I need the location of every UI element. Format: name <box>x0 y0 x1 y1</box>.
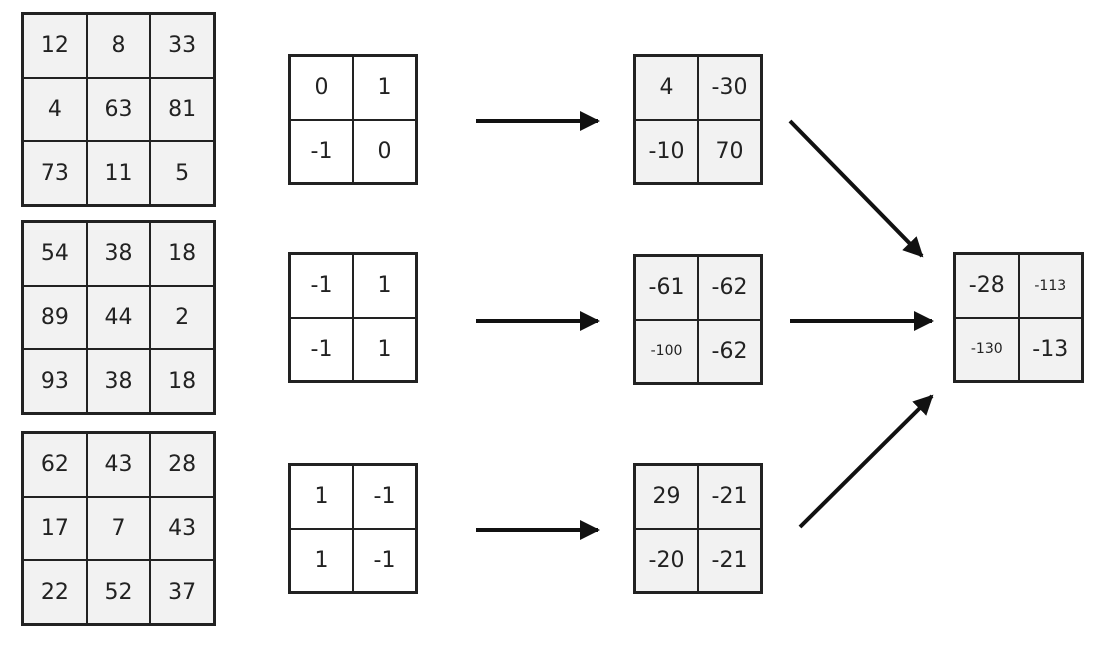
input-matrix-3: 62 43 28 17 7 43 22 52 37 <box>21 431 216 626</box>
matrix-cell: -1 <box>353 465 416 529</box>
matrix-cell: 1 <box>353 317 416 381</box>
matrix-cell: -113 <box>1018 254 1082 318</box>
matrix-cell: -1 <box>290 119 353 183</box>
output-matrix-1: 4 -30 -10 70 <box>633 54 763 185</box>
matrix-cell: -28 <box>955 254 1019 318</box>
kernel-matrix-3: 1 -1 1 -1 <box>288 463 418 594</box>
matrix-cell: 17 <box>23 496 87 561</box>
matrix-cell: 28 <box>150 433 214 497</box>
matrix-cell: -1 <box>290 317 353 381</box>
matrix-cell: -1 <box>353 528 416 592</box>
matrix-cell: -21 <box>698 465 761 529</box>
arrow-to-result-1 <box>788 119 924 258</box>
matrix-cell: -130 <box>955 317 1019 381</box>
matrix-cell: 1 <box>290 465 353 529</box>
matrix-cell: 37 <box>150 560 214 624</box>
matrix-cell: 38 <box>86 222 151 286</box>
output-matrix-3: 29 -21 -20 -21 <box>633 463 763 594</box>
arrow-to-result-3 <box>798 394 934 529</box>
matrix-cell: 1 <box>290 528 353 592</box>
matrix-cell: 0 <box>353 119 416 183</box>
matrix-cell: 54 <box>23 222 87 286</box>
matrix-cell: 62 <box>23 433 87 497</box>
matrix-cell: 73 <box>23 141 87 205</box>
matrix-cell: -1 <box>290 254 353 318</box>
matrix-cell: -13 <box>1018 317 1082 381</box>
matrix-cell: 18 <box>150 222 214 286</box>
output-matrix-2: -61 -62 -100 -62 <box>633 254 763 385</box>
matrix-cell: -10 <box>635 119 698 183</box>
matrix-cell: 29 <box>635 465 698 529</box>
input-matrix-1: 12 8 33 4 63 81 73 11 5 <box>21 12 216 207</box>
matrix-cell: 8 <box>86 14 151 78</box>
matrix-cell: 93 <box>23 349 87 413</box>
matrix-cell: 2 <box>150 285 214 350</box>
matrix-cell: 70 <box>698 119 761 183</box>
matrix-cell: 44 <box>86 285 151 350</box>
matrix-cell: -21 <box>698 528 761 592</box>
result-matrix: -28 -113 -130 -13 <box>953 252 1084 383</box>
input-matrix-2: 54 38 18 89 44 2 93 38 18 <box>21 220 216 415</box>
matrix-cell: 89 <box>23 285 87 350</box>
matrix-cell: 1 <box>353 254 416 318</box>
kernel-matrix-2: -1 1 -1 1 <box>288 252 418 383</box>
matrix-cell: -62 <box>698 256 761 320</box>
matrix-cell: 43 <box>150 496 214 561</box>
matrix-cell: -61 <box>635 256 698 320</box>
matrix-cell: 38 <box>86 349 151 413</box>
matrix-cell: 4 <box>635 56 698 120</box>
matrix-cell: -100 <box>635 319 698 383</box>
matrix-cell: 5 <box>150 141 214 205</box>
matrix-cell: 4 <box>23 77 87 142</box>
matrix-cell: 63 <box>86 77 151 142</box>
matrix-cell: 33 <box>150 14 214 78</box>
matrix-cell: -30 <box>698 56 761 120</box>
matrix-cell: -20 <box>635 528 698 592</box>
matrix-cell: 43 <box>86 433 151 497</box>
matrix-cell: 7 <box>86 496 151 561</box>
matrix-cell: 22 <box>23 560 87 624</box>
matrix-cell: 18 <box>150 349 214 413</box>
matrix-cell: 1 <box>353 56 416 120</box>
matrix-cell: 11 <box>86 141 151 205</box>
kernel-matrix-1: 0 1 -1 0 <box>288 54 418 185</box>
matrix-cell: 81 <box>150 77 214 142</box>
matrix-cell: 12 <box>23 14 87 78</box>
matrix-cell: 52 <box>86 560 151 624</box>
matrix-cell: 0 <box>290 56 353 120</box>
matrix-cell: -62 <box>698 319 761 383</box>
